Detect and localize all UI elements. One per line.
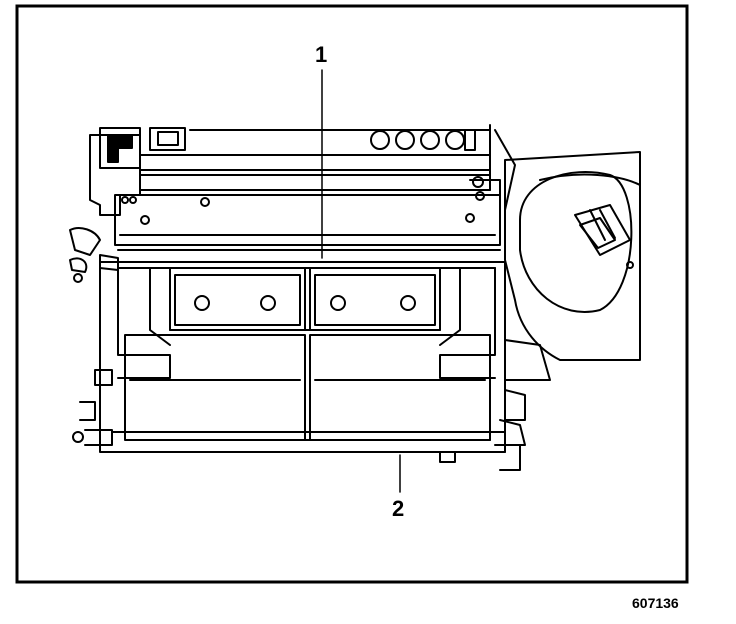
- left-hardware: [69, 227, 119, 446]
- callout-1: 1: [315, 42, 327, 67]
- right-brackets: [499, 339, 551, 446]
- leader-lines: [321, 69, 401, 493]
- figure-number: 607136: [632, 595, 679, 611]
- callout-2: 2: [392, 496, 404, 521]
- figure-frame: [15, 4, 689, 584]
- upper-housing: [89, 124, 491, 216]
- filter-module: [99, 261, 506, 453]
- filter-tray: [111, 431, 521, 471]
- cover-plate: [114, 191, 501, 251]
- blower-housing: [469, 129, 641, 361]
